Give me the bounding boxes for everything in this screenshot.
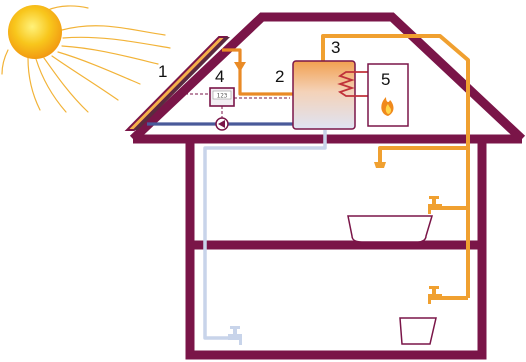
controller-wiring xyxy=(170,93,290,119)
flow-arrow-icon xyxy=(234,62,246,72)
label-storage-tank: 2 xyxy=(275,67,284,86)
sun-icon xyxy=(1,5,171,113)
cold-water-pipe xyxy=(203,130,327,340)
label-controller: 4 xyxy=(215,67,224,86)
label-boiler: 5 xyxy=(381,70,390,89)
pump-icon xyxy=(215,117,229,131)
label-collector: 1 xyxy=(158,62,167,81)
hot-water-pipe xyxy=(321,34,470,300)
storage-tank xyxy=(292,60,356,130)
shower-head-icon xyxy=(374,162,386,168)
boiler-heating-coil xyxy=(337,71,368,97)
controller-icon: 123 xyxy=(209,87,235,107)
house-outline xyxy=(129,12,526,360)
bathtub-icon xyxy=(347,215,434,243)
faucet-icon xyxy=(228,326,242,345)
solar-collector-icon xyxy=(124,36,230,131)
controller-display: 123 xyxy=(217,93,228,100)
faucet-icon xyxy=(428,196,442,214)
label-hot-water-line: 3 xyxy=(331,38,340,57)
faucet-icon xyxy=(428,286,442,304)
sink-icon xyxy=(399,317,437,345)
flame-icon xyxy=(381,97,394,116)
